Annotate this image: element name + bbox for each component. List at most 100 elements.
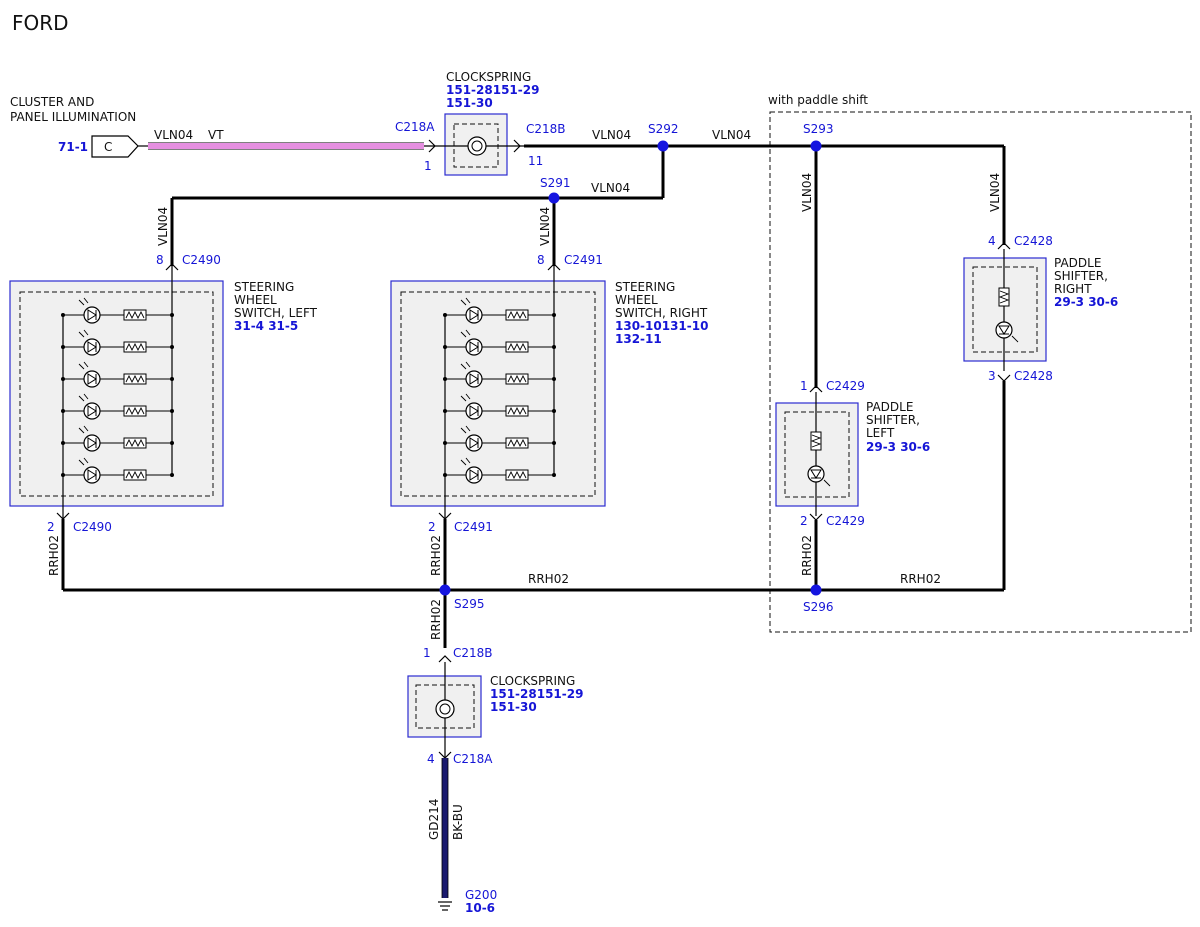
clockspring-top-coil-inner <box>471 140 483 152</box>
clockspring-top-ref-2: 151-30 <box>446 96 493 110</box>
paddle-right-lamp-ray <box>1011 335 1019 343</box>
clockspring-top-ref-1: 151-28151-29 <box>446 83 539 97</box>
switch-right-node-left <box>443 313 447 317</box>
conn-c218b-bottom-arrow <box>438 655 452 663</box>
resistor-zigzag <box>125 470 145 480</box>
ground-name: G200 <box>465 888 497 902</box>
switch-right-node-left <box>443 345 447 349</box>
paddle-left-name-2: SHIFTER, <box>866 413 920 427</box>
switch-right-rung-6 <box>443 457 556 484</box>
switch-left-rung-6 <box>61 457 174 484</box>
switch-left-rung-2 <box>61 329 174 356</box>
lamp-diode-icon <box>469 469 479 481</box>
conn-c2429-top-arrow <box>809 385 823 393</box>
switch-left-rung-4 <box>61 393 174 420</box>
paddle-right-lamp-diode <box>998 325 1010 335</box>
paddle-right-name-2: SHIFTER, <box>1054 269 1108 283</box>
switch-left-inner <box>19 291 214 497</box>
lamp-diode-icon <box>87 341 97 353</box>
wire-label-vln04-vert-right: VLN04 <box>538 207 552 246</box>
wire-label-gd214: GD214 <box>427 799 441 840</box>
switch-left-node-left <box>61 473 65 477</box>
wire-label-rrh02-a: RRH02 <box>528 572 569 586</box>
paddle-left-bottom-pin: 2 <box>800 514 808 528</box>
resistor-icon <box>123 405 147 417</box>
resistor-zigzag <box>507 374 527 384</box>
clockspring-bottom-coil-icon <box>435 699 455 719</box>
resistor-zigzag <box>125 438 145 448</box>
switch-right-rung-4 <box>443 393 556 420</box>
switch-left-node-left <box>61 441 65 445</box>
resistor-zigzag <box>507 438 527 448</box>
switch-right-top-conn: C2491 <box>564 253 603 267</box>
splice-s295-label: S295 <box>454 597 485 611</box>
switch-left-name-3: SWITCH, LEFT <box>234 306 318 320</box>
switch-right-node-right <box>552 377 556 381</box>
paddle-right-ref: 29-3 30-6 <box>1054 295 1118 309</box>
switch-right-rung-3 <box>443 361 556 388</box>
lamp-icon <box>465 370 483 388</box>
resistor-icon <box>505 437 529 449</box>
switch-left-box <box>9 280 224 507</box>
switch-left-node-left <box>61 313 65 317</box>
lamp-rays-icon <box>460 425 471 434</box>
paddle-right-lamp-icon <box>995 321 1013 339</box>
switch-left-name-1: STEERING <box>234 280 294 294</box>
lamp-diode-icon <box>87 405 97 417</box>
wire-color-bk-bu: BK-BU <box>451 804 465 840</box>
wire-label-rrh02-b: RRH02 <box>900 572 941 586</box>
switch-right-node-right <box>552 345 556 349</box>
lamp-icon <box>83 370 101 388</box>
paddle-left-box <box>775 402 859 507</box>
switch-left-node-right <box>170 441 174 445</box>
switch-right-bottom-conn: C2491 <box>454 520 493 534</box>
paddle-left-ref: 29-3 30-6 <box>866 440 930 454</box>
wire-color-vt: VT <box>208 128 224 142</box>
clockspring-bottom-coil-inner <box>439 703 451 715</box>
splice-s295 <box>439 584 451 596</box>
lamp-rays-icon <box>78 329 89 338</box>
paddle-left-inner <box>784 411 850 498</box>
switch-left-node-right <box>170 313 174 317</box>
paddle-right-resistor-zigzag <box>998 290 1010 304</box>
paddle-shift-region <box>769 111 1192 633</box>
wire-label-vln04-b: VLN04 <box>712 128 751 142</box>
lamp-diode-icon <box>469 373 479 385</box>
lamp-diode-icon <box>87 437 97 449</box>
lamp-rays-icon <box>460 329 471 338</box>
clockspring-bottom-out-conn: C218A <box>453 752 493 766</box>
switch-left-rung-3 <box>61 361 174 388</box>
lamp-rays-icon <box>460 297 471 306</box>
wire-label-rrh02-vert-2: RRH02 <box>429 535 443 576</box>
clockspring-bottom-ref-1: 151-28151-29 <box>490 687 583 701</box>
wire-label-vln04-source: VLN04 <box>154 128 193 142</box>
resistor-icon <box>505 469 529 481</box>
switch-left-top-pin: 8 <box>156 253 164 267</box>
wire-label-rrh02-vert-3: RRH02 <box>429 599 443 640</box>
resistor-icon <box>123 469 147 481</box>
splice-s292 <box>657 140 669 152</box>
source-label-line1: CLUSTER AND <box>10 95 94 109</box>
paddle-right-top-pin: 4 <box>988 234 996 248</box>
lamp-icon <box>465 402 483 420</box>
resistor-icon <box>123 309 147 321</box>
wire-label-vln04-vert-paddle-left: VLN04 <box>800 173 814 212</box>
switch-left-node-right <box>170 345 174 349</box>
switch-right-ref-1: 130-10131-10 <box>615 319 708 333</box>
switch-right-inner <box>400 291 596 497</box>
resistor-zigzag <box>125 374 145 384</box>
switch-left-node-right <box>170 473 174 477</box>
switch-right-node-right <box>552 473 556 477</box>
lamp-icon <box>83 466 101 484</box>
splice-s293-label: S293 <box>803 122 834 136</box>
paddle-left-lamp-icon <box>807 465 825 483</box>
conn-c2428-bottom-arrow <box>997 374 1011 382</box>
switch-right-node-left <box>443 441 447 445</box>
lamp-icon <box>465 434 483 452</box>
lamp-icon <box>83 402 101 420</box>
splice-s293 <box>810 140 822 152</box>
switch-left-name-2: WHEEL <box>234 293 277 307</box>
wire-label-vln04-vert-left: VLN04 <box>156 207 170 246</box>
lamp-diode-icon <box>469 341 479 353</box>
